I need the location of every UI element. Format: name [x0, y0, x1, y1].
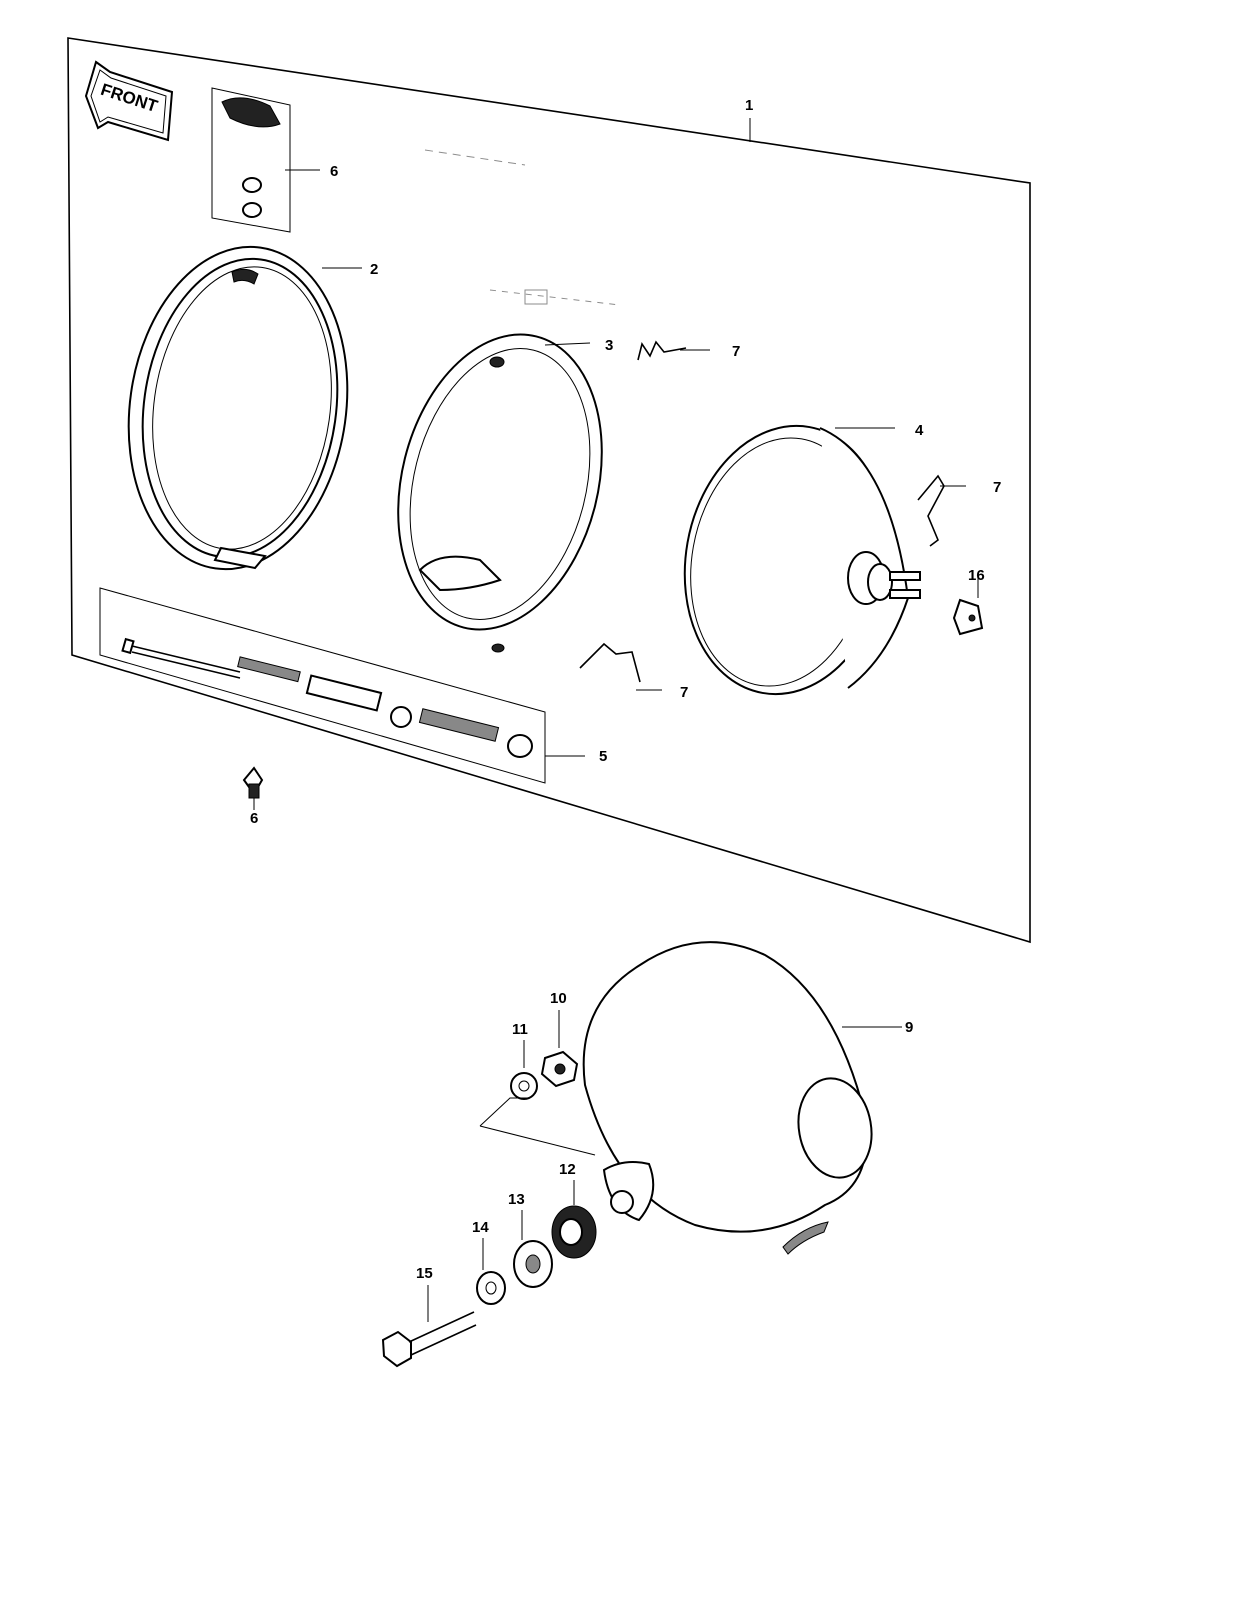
- callout-5: 5: [599, 748, 607, 765]
- callout-14: 14: [472, 1219, 489, 1236]
- callout-7b: 7: [993, 479, 1001, 496]
- callout-numbers: 1 2 3 4 5 6 6 7 7 7 9 10 11 12 13 14 15 …: [250, 97, 1001, 1282]
- spring-clip-bottom: [579, 642, 662, 691]
- callout-13: 13: [508, 1191, 525, 1208]
- spring-clip-top: [637, 340, 710, 361]
- callout-4: 4: [915, 422, 924, 439]
- callout-15: 15: [416, 1265, 433, 1282]
- callout-3: 3: [605, 337, 613, 354]
- callout-6b: 6: [250, 810, 258, 827]
- assembly-outline: [67, 37, 1031, 944]
- callout-1: 1: [745, 97, 753, 114]
- headlight-rim: [127, 245, 362, 571]
- callout-2: 2: [370, 261, 378, 278]
- callout-7c: 7: [680, 684, 688, 701]
- sealed-beam-unit: [683, 424, 921, 696]
- mounting-ring: [397, 333, 603, 653]
- front-arrow: FRONT: [84, 60, 174, 142]
- bolt-set-inset: [211, 87, 320, 233]
- mounting-bolt-faint: [424, 149, 621, 306]
- mounting-hardware: [381, 1180, 597, 1368]
- screw-lower: [242, 766, 264, 810]
- headlight-housing: [582, 941, 902, 1255]
- callout-9: 9: [905, 1019, 913, 1036]
- callout-12: 12: [559, 1161, 576, 1178]
- callout-16: 16: [968, 567, 985, 584]
- bulb-socket: [952, 575, 984, 636]
- spring-clip-right: [917, 474, 966, 547]
- callout-10: 10: [550, 990, 567, 1007]
- callout-6a: 6: [330, 163, 338, 180]
- callout-11: 11: [512, 1021, 528, 1038]
- adjusting-screw-inset: [99, 587, 585, 784]
- callout-7a: 7: [732, 343, 740, 360]
- nut-washer-group: [479, 1010, 596, 1156]
